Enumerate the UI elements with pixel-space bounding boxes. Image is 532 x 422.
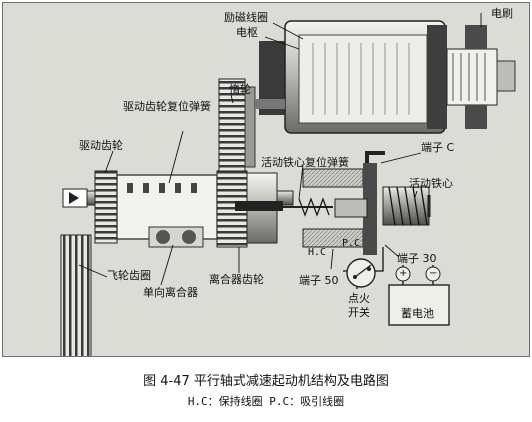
brush-assembly bbox=[446, 25, 516, 129]
solenoid bbox=[283, 163, 431, 255]
label-plunger-spring: 活动铁心复位弹簧 bbox=[261, 156, 349, 169]
battery-symbol bbox=[388, 266, 450, 326]
label-battery: 蓄电池 bbox=[401, 307, 434, 320]
battery-plus-sign: + bbox=[399, 268, 408, 279]
label-clutch: 单向离合器 bbox=[143, 286, 198, 299]
label-terminal-50: 端子 50 bbox=[299, 274, 339, 287]
label-brush: 电刷 bbox=[491, 7, 513, 20]
label-drive-gear: 驱动齿轮 bbox=[79, 139, 123, 152]
starter-motor-diagram: 励磁线圈 电刷 电枢 惰轮 驱动齿轮复位弹簧 驱动齿轮 端子 C 活动铁心复位弹… bbox=[2, 2, 530, 357]
motor-armature bbox=[259, 20, 447, 134]
terminal-c-contact bbox=[365, 151, 385, 163]
figure-legend: H.C：保持线圈 P.C：吸引线圈 bbox=[187, 395, 345, 408]
label-terminal-30: 端子 30 bbox=[397, 252, 437, 265]
label-armature: 电枢 bbox=[236, 26, 258, 39]
drive-shaft-assembly bbox=[62, 170, 294, 248]
label-hc: H.C bbox=[308, 247, 327, 258]
label-plunger: 活动铁心 bbox=[409, 177, 453, 190]
label-ignition-1: 点火 bbox=[348, 292, 370, 305]
label-pc: P.C bbox=[342, 238, 361, 249]
diagram-drawing bbox=[60, 13, 516, 356]
leader-lines bbox=[78, 13, 482, 286]
flywheel-ring-gear bbox=[60, 234, 92, 356]
label-ignition-2: 开关 bbox=[348, 306, 370, 319]
figure-title: 图 4-47 平行轴式减速起动机结构及电路图 bbox=[143, 374, 389, 389]
label-field-coil: 励磁线圈 bbox=[224, 11, 268, 24]
label-terminal-c: 端子 C bbox=[421, 141, 455, 154]
label-drive-spring: 驱动齿轮复位弹簧 bbox=[123, 100, 211, 113]
label-flywheel: 飞轮齿圈 bbox=[107, 269, 151, 282]
ignition-switch-symbol bbox=[346, 258, 376, 288]
label-clutch-gear: 离合器齿轮 bbox=[209, 273, 264, 286]
label-idler: 惰轮 bbox=[229, 83, 251, 96]
battery-minus-sign: − bbox=[429, 268, 438, 279]
